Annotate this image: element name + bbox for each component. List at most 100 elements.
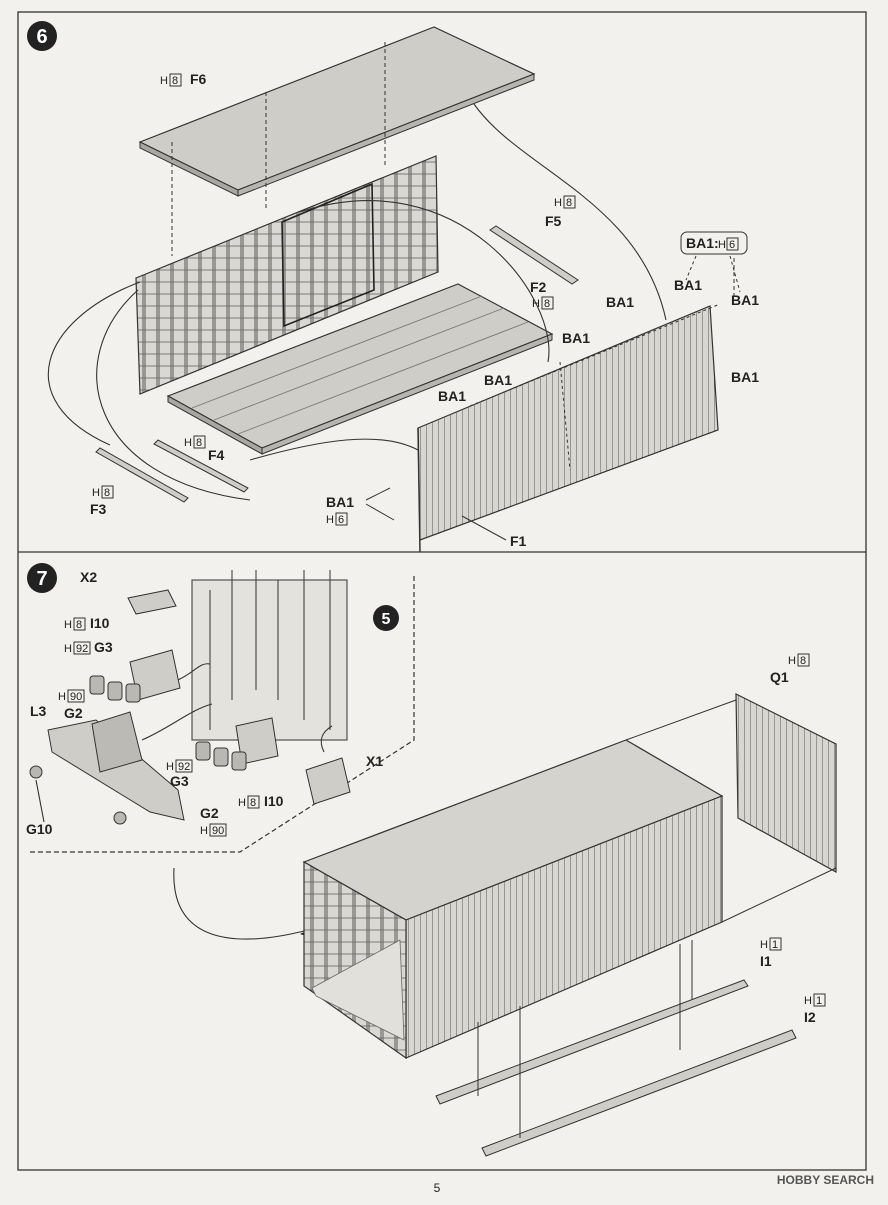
part-F5-rail	[489, 225, 579, 285]
label-G2-a-paint-h: H	[58, 691, 66, 703]
part-I10-lower	[235, 717, 279, 765]
step7: 7 5 X2 X1 H 8 I10 H	[26, 563, 837, 1157]
label-F3: F3	[90, 501, 107, 517]
label-BA1-g: BA1	[438, 388, 466, 404]
part-F2-floor	[166, 283, 554, 455]
label-BA1-h: BA1	[326, 494, 354, 510]
label-I2: I2	[804, 1009, 816, 1025]
label-F3-paint-code: 8	[104, 487, 110, 499]
part-F6-roof	[138, 26, 536, 197]
label-BA1-a: BA1	[606, 294, 634, 310]
label-F3-paint-h: H	[92, 487, 100, 499]
label-Q1-paint-h: H	[788, 655, 796, 667]
rail-guide-lines	[477, 940, 693, 1138]
label-G2-b: G2	[200, 805, 219, 821]
label-I1: I1	[760, 953, 772, 969]
sprue-tree	[191, 570, 348, 741]
label-F1: F1	[510, 533, 527, 549]
label-F2-paint-h: H	[532, 298, 540, 310]
part-rear-wall	[135, 155, 439, 395]
label-G2-b-paint-code: 90	[212, 825, 224, 837]
part-G10-b	[113, 811, 127, 825]
label-I10-b-paint-h: H	[238, 797, 246, 809]
part-F4-rail	[153, 439, 249, 493]
label-I10-b-paint-code: 8	[250, 797, 256, 809]
step6-number: 6	[36, 26, 47, 48]
label-F4-paint-h: H	[184, 437, 192, 449]
ba1-legend-paint-code: 6	[729, 239, 735, 251]
step7-badge	[27, 563, 57, 593]
label-BA1-e: BA1	[731, 369, 759, 385]
label-G3-a-paint-h: H	[64, 643, 72, 655]
ba1-legend-label: BA1:	[686, 235, 719, 251]
part-F3-rail	[95, 447, 189, 503]
label-F4-paint-code: 8	[196, 437, 202, 449]
label-G10: G10	[26, 821, 53, 837]
label-F2-paint-code: 8	[544, 298, 550, 310]
part-X2	[127, 589, 177, 615]
label-BA1-c: BA1	[731, 292, 759, 308]
label-G3-b: G3	[170, 773, 189, 789]
part-I1-rail	[435, 979, 749, 1105]
label-G2-a-paint-code: 90	[70, 691, 82, 703]
page-number: 5	[434, 1181, 441, 1195]
part-L3-bumper	[47, 711, 185, 821]
label-X1: X1	[366, 753, 383, 769]
label-BA1-h-paint-code: 6	[338, 514, 344, 526]
label-F4: F4	[208, 447, 225, 463]
q1-guide-lines	[625, 699, 837, 923]
label-Q1: Q1	[770, 669, 789, 685]
step6: 6	[27, 21, 759, 553]
label-I1-paint-code: 1	[772, 939, 778, 951]
label-G3-a: G3	[94, 639, 113, 655]
label-X2: X2	[80, 569, 97, 585]
ba1-legend-paint-h: H	[718, 239, 726, 251]
label-I1-paint-h: H	[760, 939, 768, 951]
label-I2-paint-h: H	[804, 995, 812, 1007]
label-F2: F2	[530, 279, 547, 295]
ba1-legend-leaders	[685, 255, 741, 293]
label-BA1-f: BA1	[484, 372, 512, 388]
label-I10-a-paint-h: H	[64, 619, 72, 631]
ref-step5-number: 5	[382, 611, 391, 628]
label-BA1-b: BA1	[674, 277, 702, 293]
connection-curves-6	[47, 103, 667, 501]
label-I10-a: I10	[90, 615, 110, 631]
ref-step5-badge	[373, 605, 399, 631]
part-X1	[305, 757, 351, 805]
label-F5-paint-code: 8	[566, 197, 572, 209]
label-F5: F5	[545, 213, 562, 229]
label-I10-b: I10	[264, 793, 284, 809]
label-Q1-paint-code: 8	[800, 655, 806, 667]
part-G3-G2-lower	[195, 741, 247, 771]
container-body	[302, 739, 724, 1060]
step7-number: 7	[36, 568, 47, 590]
connection-curves-7	[35, 663, 333, 940]
label-BA1-d: BA1	[562, 330, 590, 346]
label-G2-b-paint-h: H	[200, 825, 208, 837]
page-border	[17, 11, 867, 1171]
label-I10-a-paint-code: 8	[76, 619, 82, 631]
label-G3-b-paint-code: 92	[178, 761, 190, 773]
label-G3-b-paint-h: H	[166, 761, 174, 773]
label-I2-paint-code: 1	[816, 995, 822, 1007]
part-F1-side-wall	[417, 303, 721, 553]
label-F6: F6	[190, 71, 207, 87]
label-BA1-h-paint-h: H	[326, 514, 334, 526]
label-L3: L3	[30, 703, 47, 719]
watermark-text: HOBBY SEARCH	[777, 1173, 874, 1187]
part-I2-rail	[481, 1029, 797, 1157]
part-Q1-front-wall	[735, 693, 837, 874]
ba1-pointer-lines	[365, 487, 395, 521]
part-G10-a	[29, 765, 43, 779]
label-G3-a-paint-code: 92	[76, 643, 88, 655]
guide-lines-6	[171, 42, 735, 300]
part-G3-G2-upper	[89, 675, 141, 703]
label-F6-paint-h: H	[160, 75, 168, 87]
label-G2-a: G2	[64, 705, 83, 721]
step6-badge	[27, 21, 57, 51]
label-F6-paint-code: 8	[172, 75, 178, 87]
label-F5-paint-h: H	[554, 197, 562, 209]
